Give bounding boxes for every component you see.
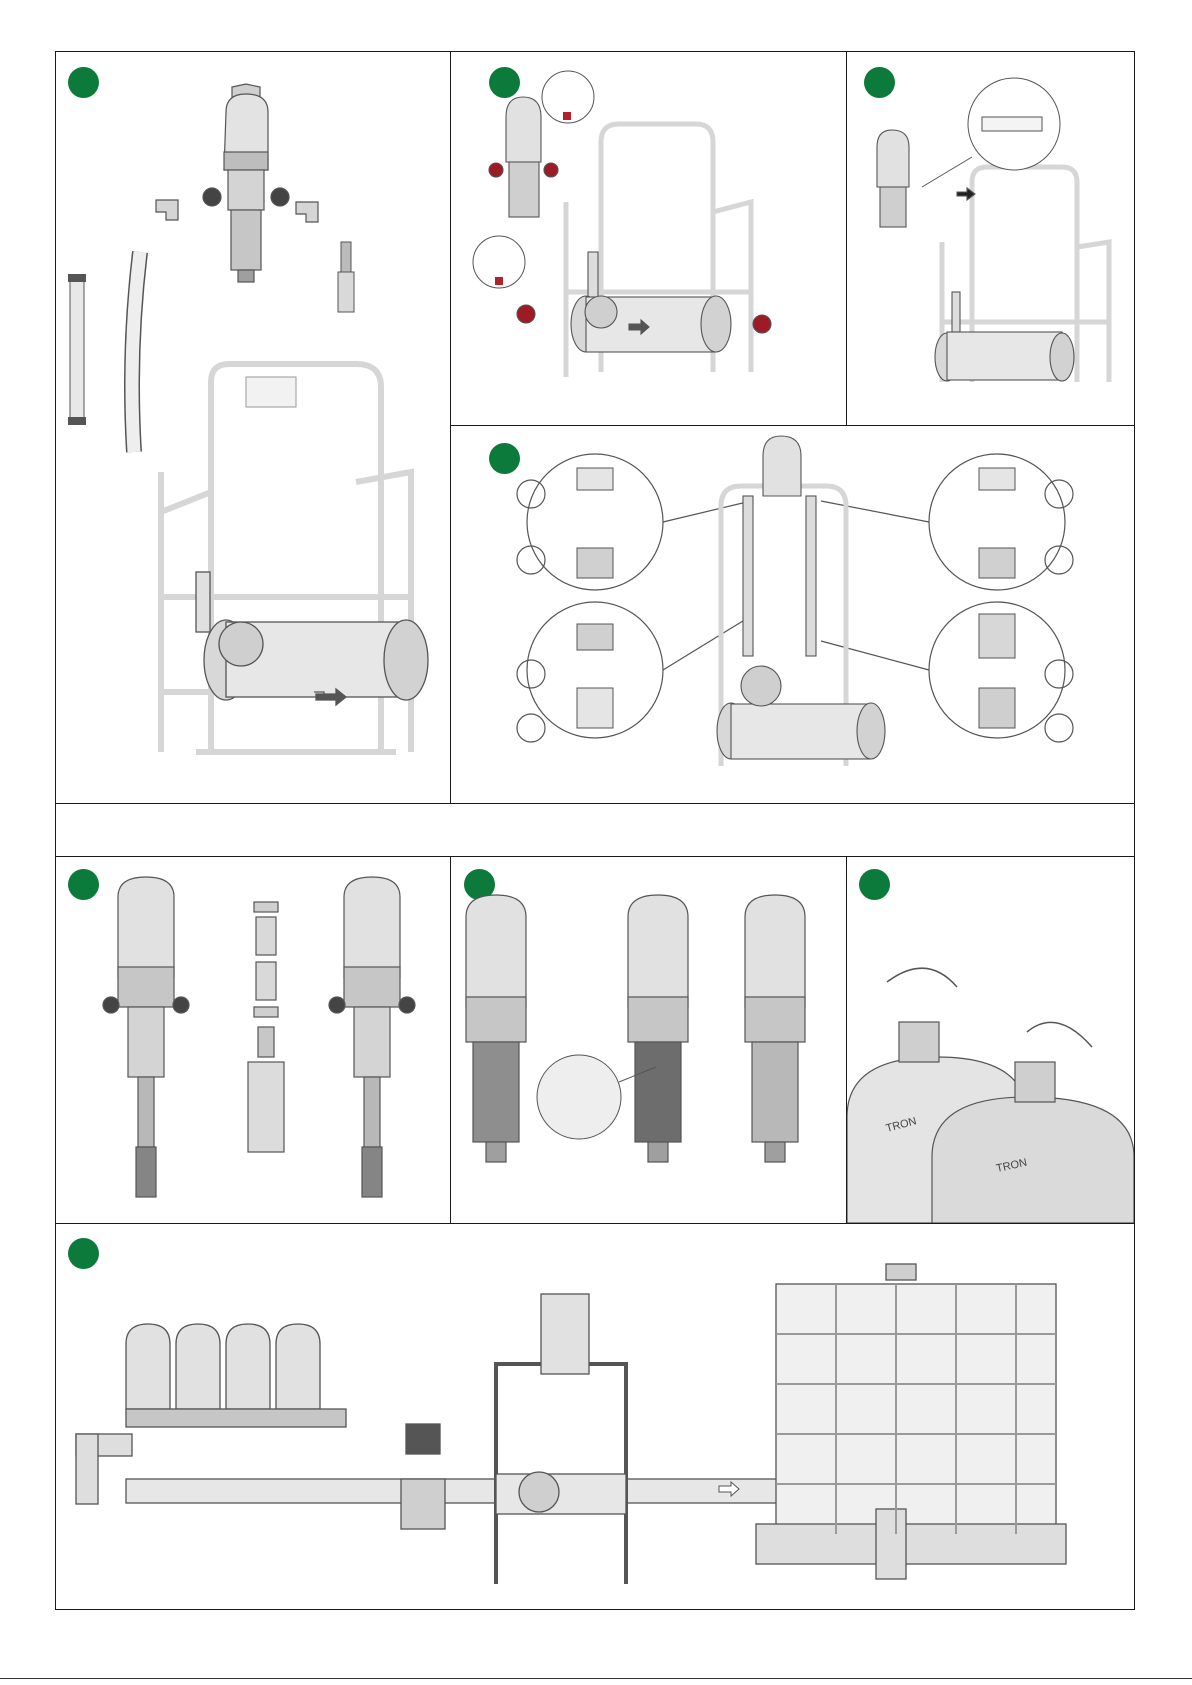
seal-removal-illustration xyxy=(451,52,846,425)
panel-flow-direction xyxy=(847,52,1134,425)
installation-overview-illustration xyxy=(56,1224,1134,1609)
curved-arrow-icon xyxy=(887,968,957,987)
flow-direction-illustration xyxy=(847,52,1134,425)
page-bottom-rule xyxy=(0,1678,1192,1679)
panel-dosing-variants xyxy=(451,857,846,1223)
dosing-variants-illustration xyxy=(451,857,846,1223)
cap-rotation-illustration: TRON TRON xyxy=(847,857,1134,1223)
panel-seal-removal xyxy=(451,52,846,425)
panel-installation-overview xyxy=(56,1224,1134,1609)
panel-exploded-assembly xyxy=(56,52,450,803)
caption-band xyxy=(56,804,1134,856)
hose-connection-illustration xyxy=(451,426,1134,803)
exploded-assembly-illustration xyxy=(56,52,450,803)
curved-arrow-icon xyxy=(1027,1022,1092,1047)
panel-suction-tube xyxy=(56,857,450,1223)
panel-hose-connection xyxy=(451,426,1134,803)
suction-tube-illustration xyxy=(56,857,450,1223)
panel-cap-rotation: TRON TRON xyxy=(847,857,1134,1223)
